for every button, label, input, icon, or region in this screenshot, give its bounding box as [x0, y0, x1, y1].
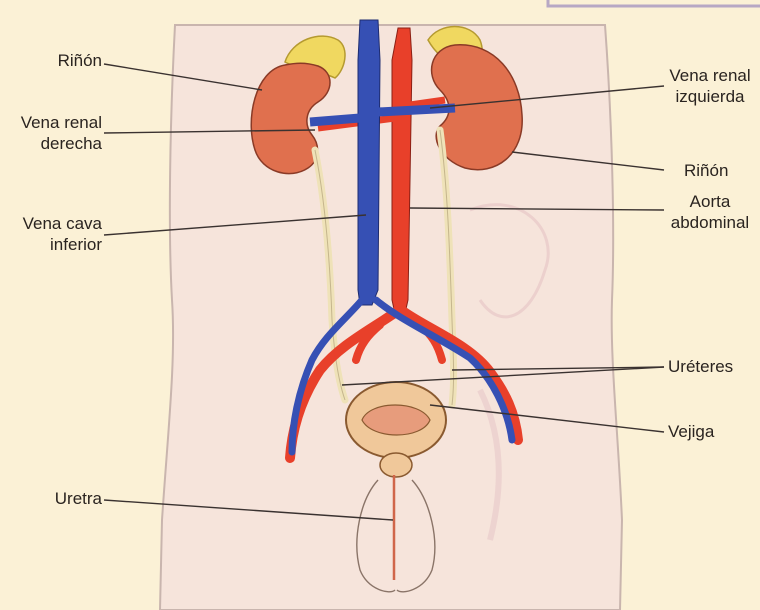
renal-vein-right-side — [310, 118, 360, 122]
label-rinon-right: Riñón — [684, 160, 756, 181]
label-uretra: Uretra — [10, 488, 102, 509]
label-ureteres: Uréteres — [668, 356, 758, 377]
label-vejiga: Vejiga — [668, 421, 748, 442]
label-vena-cava-inferior: Vena cava inferior — [8, 213, 102, 255]
label-aorta-abdominal: Aorta abdominal — [664, 191, 756, 233]
label-rinon-left: Riñón — [30, 50, 102, 71]
prostate — [380, 453, 412, 477]
label-vena-renal-derecha: Vena renal derecha — [8, 112, 102, 154]
renal-artery-right — [410, 100, 445, 105]
label-vena-renal-izquierda: Vena renal izquierda — [664, 65, 756, 107]
corner-frame — [548, 0, 760, 6]
renal-vein-left-side — [378, 108, 455, 112]
vena-cava-inferior — [358, 20, 380, 305]
